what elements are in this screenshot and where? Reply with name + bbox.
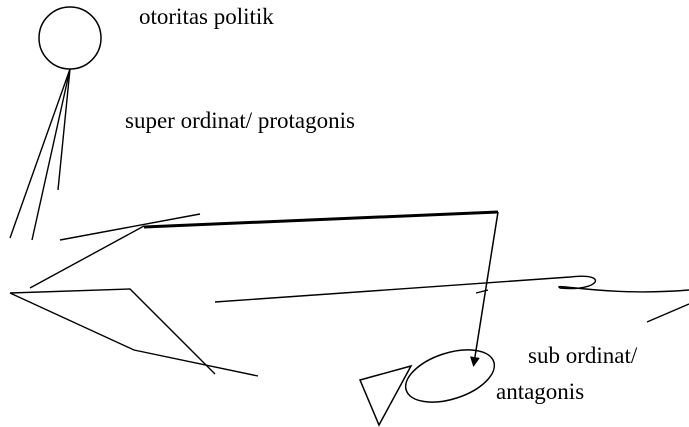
authority-head-icon xyxy=(38,6,102,70)
authority-label: otoritas politik xyxy=(139,4,274,29)
subordinate-fish-icon xyxy=(358,349,496,427)
authority-connector xyxy=(143,210,499,229)
wavy-line-tail xyxy=(646,303,689,323)
downward-arrow xyxy=(470,211,499,367)
subordinate-label-line1: sub ordinat/ xyxy=(528,343,638,368)
wavy-line xyxy=(214,275,689,303)
subordinate-label-line2: antagonis xyxy=(496,379,585,404)
authority-strings xyxy=(9,68,71,241)
superordinate-label: super ordinat/ protagonis xyxy=(125,108,355,133)
structure-lines xyxy=(9,213,259,377)
tick-mark xyxy=(475,289,489,294)
